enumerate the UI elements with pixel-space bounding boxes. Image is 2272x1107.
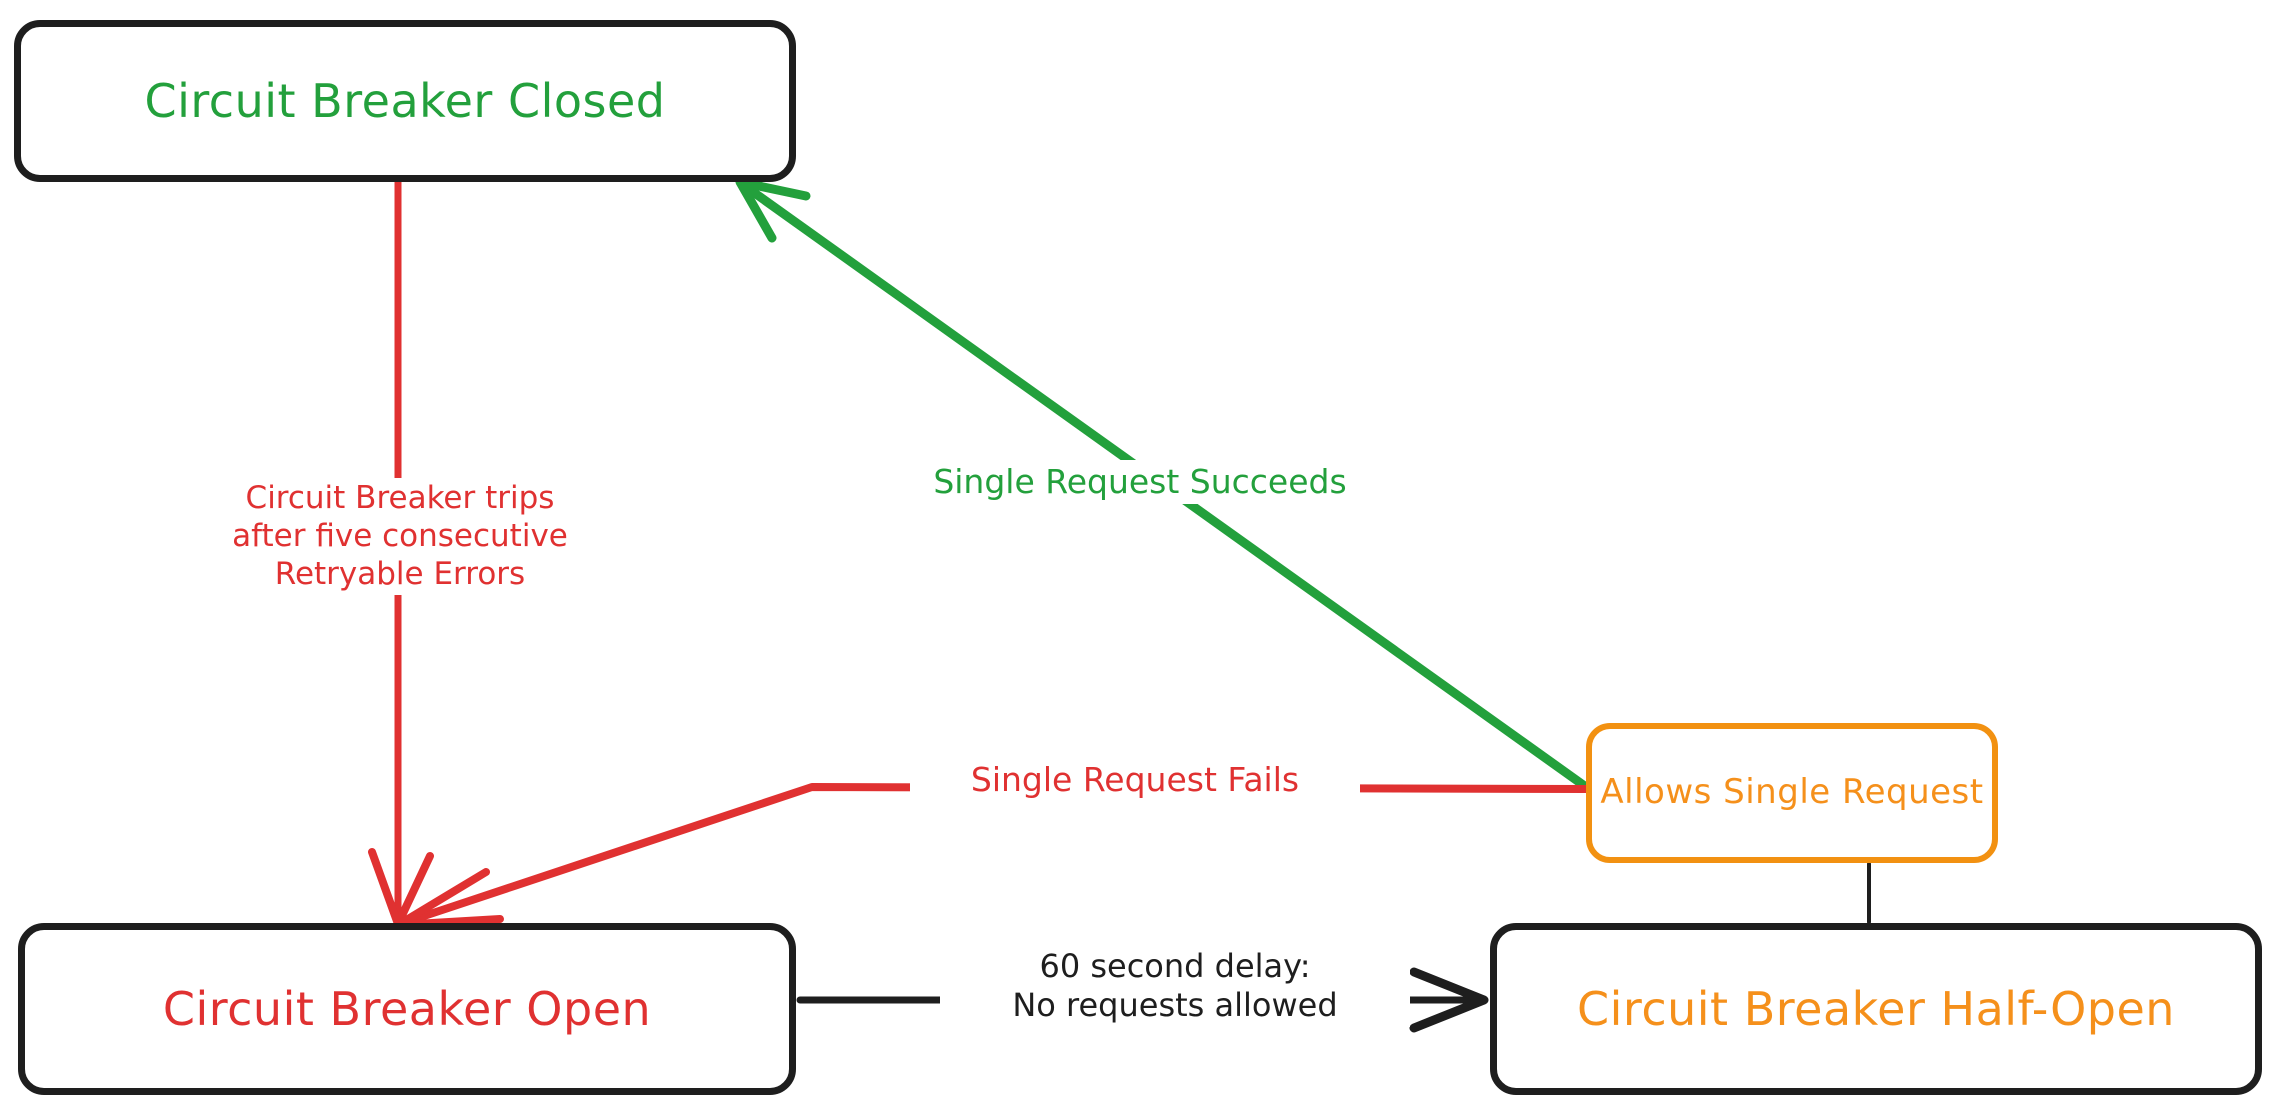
- state-node-label: Allows Single Request: [1600, 772, 1984, 813]
- state-node-label: Circuit Breaker Open: [162, 981, 652, 1036]
- edge-label-circuit-breaker-trips: Circuit Breaker trips after five consecu…: [150, 478, 650, 596]
- state-node-label: Circuit Breaker Closed: [144, 73, 666, 128]
- state-node-label: Circuit Breaker Half-Open: [1577, 981, 2175, 1036]
- state-node-allows-single-request[interactable]: Allows Single Request: [1586, 723, 1998, 863]
- edge-allows-to-open: [394, 783, 1590, 929]
- state-node-circuit-breaker-open[interactable]: Circuit Breaker Open: [18, 923, 796, 1095]
- state-node-circuit-breaker-closed[interactable]: Circuit Breaker Closed: [14, 20, 796, 182]
- edge-label-single-request-succeeds: Single Request Succeeds: [880, 460, 1400, 505]
- state-node-circuit-breaker-half-open[interactable]: Circuit Breaker Half-Open: [1490, 923, 2262, 1095]
- edge-label-sixty-second-delay: 60 second delay: No requests allowed: [940, 945, 1410, 1028]
- edge-label-single-request-fails: Single Request Fails: [910, 758, 1360, 803]
